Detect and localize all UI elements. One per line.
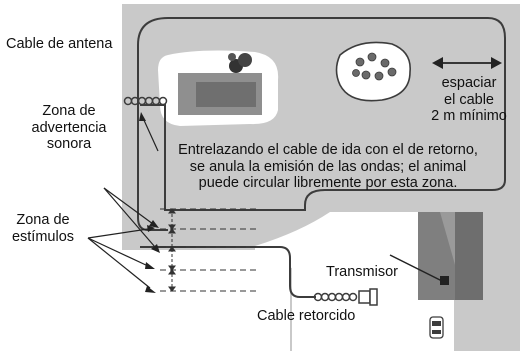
- label-cable-retorcido: Cable retorcido: [257, 308, 356, 324]
- flower-bed-icon: [335, 41, 411, 102]
- zone-dimension-ticks: [168, 208, 176, 292]
- label-zona-advertencia-3: sonora: [46, 136, 92, 153]
- label-zona-advertencia-1: Zona de: [42, 103, 96, 119]
- pointer-arrows: [87, 112, 160, 293]
- transmitter-icon: [358, 254, 449, 306]
- label-entrelazando-3: puede circular libremente por esta zona.: [198, 175, 458, 192]
- twisted-cable-bottom: [313, 292, 358, 302]
- label-zona-advertencia-2: advertencia: [31, 119, 107, 136]
- label-zona-advertencia: Zona de advertencia sonora: [25, 103, 113, 153]
- house-icon: [418, 212, 483, 300]
- driveway-area: [255, 212, 418, 351]
- label-zona-estimulos: Zona de estímulos: [6, 212, 80, 245]
- label-entrelazando-1: Entrelazando el cable de ida con el de r…: [178, 142, 478, 158]
- label-zona-estimulos-2: estímulos: [11, 228, 75, 245]
- label-cable-antena: Cable de antena: [6, 36, 113, 52]
- double-arrow-icon: [432, 57, 502, 69]
- label-transmisor: Transmisor: [326, 264, 398, 280]
- boundary-wire: [137, 17, 506, 231]
- car-icon: [429, 316, 444, 339]
- pool-icon: [158, 50, 279, 126]
- label-espaciar-3: 2 m mínimo: [431, 108, 507, 125]
- label-zona-estimulos-1: Zona de: [16, 212, 70, 228]
- twisted-cable-top: [123, 96, 168, 106]
- label-entrelazando-2: se anula la emisión de las ondas; el ani…: [189, 158, 467, 175]
- zone-lines: [160, 208, 258, 292]
- label-espaciar-2: el cable: [444, 91, 494, 108]
- label-espaciar-1: espaciar: [441, 75, 497, 91]
- label-espaciar: espaciar el cable 2 m mínimo: [420, 75, 518, 125]
- label-entrelazando: Entrelazando el cable de ida con el de r…: [158, 142, 498, 192]
- boundary-wire-lower: [168, 246, 316, 298]
